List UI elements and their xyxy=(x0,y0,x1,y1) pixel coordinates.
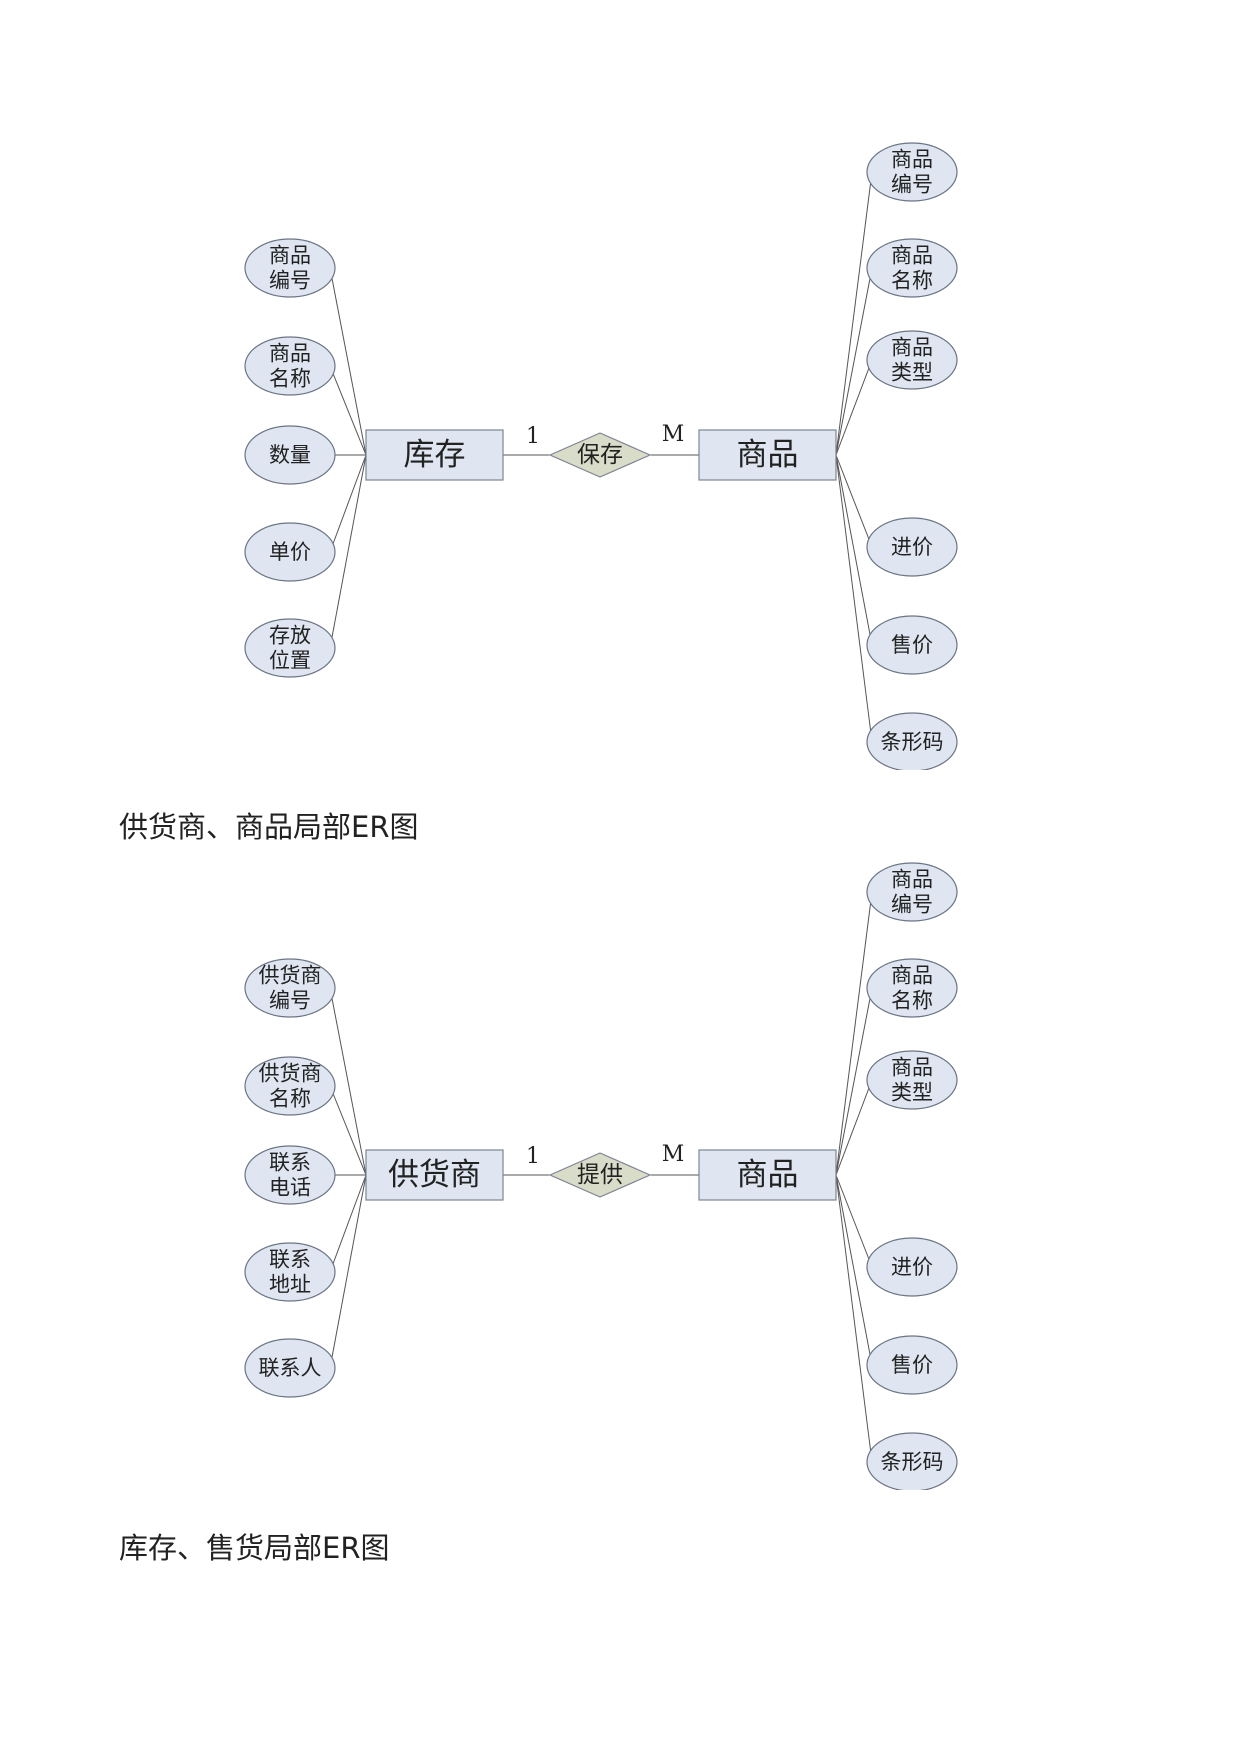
attribute-label: 名称 xyxy=(891,269,933,293)
entity-label: 库存 xyxy=(404,437,466,473)
connector-line xyxy=(835,891,873,1176)
connector-line xyxy=(835,454,873,548)
connector-line xyxy=(835,454,873,743)
left-attribute-ellipse: 联系人 xyxy=(244,1338,336,1398)
attribute-label: 商品 xyxy=(269,342,311,366)
attribute-label: 条形码 xyxy=(881,1450,944,1474)
attribute-label: 商品 xyxy=(269,244,311,268)
relationship-diamond: 提供 xyxy=(548,1152,652,1198)
connector-line xyxy=(835,1079,873,1176)
attribute-label: 联系人 xyxy=(259,1356,322,1380)
connector-line xyxy=(329,454,367,553)
connector-line xyxy=(835,359,873,456)
connector-line xyxy=(329,987,367,1176)
attribute-label: 类型 xyxy=(891,361,933,385)
caption-inventory-sales-er: 库存、售货局部ER图 xyxy=(119,1531,390,1565)
attribute-label: 位置 xyxy=(269,649,311,673)
right-attribute-ellipse: 进价 xyxy=(866,1237,958,1297)
attribute-label: 数量 xyxy=(269,443,311,467)
connector-line xyxy=(835,267,873,456)
attribute-label: 售价 xyxy=(891,633,933,657)
connector-line xyxy=(835,1174,873,1463)
attribute-label: 商品 xyxy=(891,964,933,988)
er-diagram-supplier-product: 供货商编号供货商名称联系电话联系地址联系人商品编号商品名称商品类型进价售价条形码… xyxy=(244,862,958,1490)
left-entity-box: 供货商 xyxy=(365,1149,504,1201)
attribute-label: 商品 xyxy=(891,148,933,172)
connector-line xyxy=(329,1085,367,1176)
connector-line xyxy=(329,1174,367,1273)
entity-label: 供货商 xyxy=(388,1157,481,1193)
attribute-label: 商品 xyxy=(891,336,933,360)
right-cardinality: M xyxy=(662,422,685,447)
right-attribute-ellipse: 条形码 xyxy=(866,712,958,770)
attribute-label: 供货商 xyxy=(259,1062,322,1086)
relationship-diamond: 保存 xyxy=(548,432,652,478)
attribute-label: 地址 xyxy=(269,1273,311,1297)
connector-line xyxy=(835,1174,873,1268)
attribute-label: 编号 xyxy=(269,989,311,1013)
attribute-label: 进价 xyxy=(891,535,933,559)
attribute-label: 名称 xyxy=(891,989,933,1013)
attribute-label: 联系 xyxy=(269,1248,311,1272)
attribute-label: 编号 xyxy=(891,893,933,917)
attribute-label: 名称 xyxy=(269,1087,311,1111)
right-cardinality: M xyxy=(662,1142,685,1167)
attribute-label: 商品 xyxy=(891,868,933,892)
attribute-label: 电话 xyxy=(269,1176,311,1200)
right-entity-box: 商品 xyxy=(698,1149,837,1201)
attribute-label: 存放 xyxy=(269,624,311,648)
connector-line xyxy=(329,365,367,456)
connector-line xyxy=(835,1174,873,1366)
left-cardinality: 1 xyxy=(526,1144,540,1169)
attribute-label: 商品 xyxy=(891,244,933,268)
relationship-label: 保存 xyxy=(577,442,623,468)
connector-line xyxy=(835,171,873,456)
attribute-label: 名称 xyxy=(269,367,311,391)
left-attribute-ellipse: 单价 xyxy=(244,522,336,582)
right-attribute-ellipse: 条形码 xyxy=(866,1432,958,1490)
attribute-label: 联系 xyxy=(269,1151,311,1175)
attribute-label: 单价 xyxy=(269,540,311,564)
left-entity-box: 库存 xyxy=(365,429,504,481)
attribute-label: 类型 xyxy=(891,1081,933,1105)
attribute-label: 商品 xyxy=(891,1056,933,1080)
right-entity-box: 商品 xyxy=(698,429,837,481)
connector-line xyxy=(329,454,367,649)
attribute-label: 进价 xyxy=(891,1255,933,1279)
connector-line xyxy=(835,454,873,646)
attribute-label: 售价 xyxy=(891,1353,933,1377)
entity-label: 商品 xyxy=(737,1157,799,1193)
connector-line xyxy=(835,987,873,1176)
er-diagram-inventory-product: 商品编号商品名称数量单价存放位置商品编号商品名称商品类型进价售价条形码库存商品保… xyxy=(244,142,958,770)
entity-label: 商品 xyxy=(737,437,799,473)
right-attribute-ellipse: 售价 xyxy=(866,615,958,675)
caption-supplier-product-er: 供货商、商品局部ER图 xyxy=(119,810,419,844)
attribute-label: 条形码 xyxy=(881,730,944,754)
relationship-label: 提供 xyxy=(577,1162,623,1188)
right-attribute-ellipse: 售价 xyxy=(866,1335,958,1395)
right-attribute-ellipse: 进价 xyxy=(866,517,958,577)
connector-line xyxy=(329,267,367,456)
attribute-label: 编号 xyxy=(269,269,311,293)
left-attribute-ellipse: 数量 xyxy=(244,425,336,485)
attribute-label: 编号 xyxy=(891,173,933,197)
connector-line xyxy=(329,1174,367,1369)
attribute-label: 供货商 xyxy=(259,964,322,988)
left-cardinality: 1 xyxy=(526,424,540,449)
